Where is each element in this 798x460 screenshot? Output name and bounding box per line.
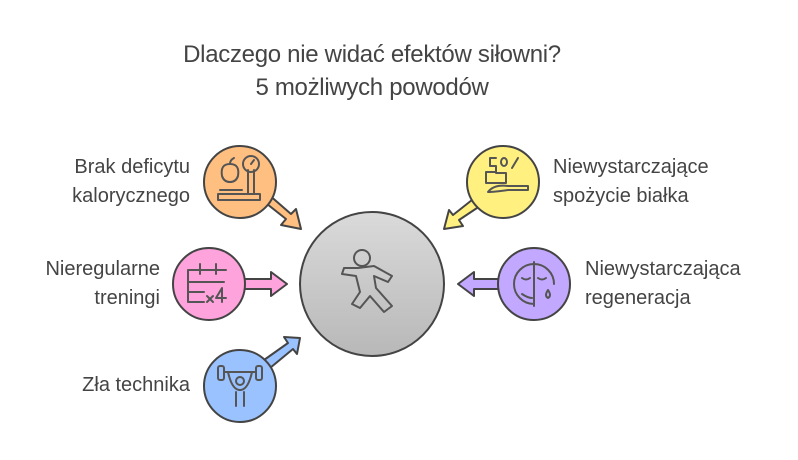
scale-apple-icon	[217, 155, 261, 201]
tired-face-icon	[513, 261, 555, 307]
reason-label-protein: Niewystarczające spożycie białka	[553, 153, 709, 211]
weightlifter-icon	[217, 365, 263, 407]
diagram-title: Dlaczego nie widać efektów siłowni? 5 mo…	[0, 38, 744, 104]
calendar-x4-icon	[187, 263, 227, 303]
arrow-pink	[243, 271, 288, 297]
label-line: Niewystarczająca	[585, 258, 741, 280]
title-line-2: 5 możliwych powodów	[255, 74, 489, 101]
reason-label-training: Nieregularne treningi	[45, 255, 160, 313]
running-person-icon	[341, 249, 393, 313]
label-line: Zła technika	[82, 374, 190, 396]
label-line: treningi	[94, 287, 160, 309]
title-line-1: Dlaczego nie widać efektów siłowni?	[183, 41, 561, 68]
reason-label-recovery: Niewystarczająca regeneracja	[585, 255, 741, 313]
reason-label-technique: Zła technika	[82, 371, 190, 400]
center-circle	[299, 211, 445, 357]
reason-circle-calorie	[203, 145, 277, 219]
protein-spoon-icon	[485, 157, 529, 193]
label-line: kalorycznego	[72, 185, 190, 207]
label-line: Brak deficytu	[74, 156, 190, 178]
label-line: Nieregularne	[45, 258, 160, 280]
label-line: regeneracja	[585, 287, 691, 309]
reason-label-calorie: Brak deficytu kalorycznego	[72, 153, 190, 211]
arrow-purple	[457, 271, 501, 297]
reason-circle-training	[172, 247, 246, 321]
label-line: Niewystarczające	[553, 156, 709, 178]
arrow-blue	[263, 336, 301, 369]
label-line: spożycie białka	[553, 185, 689, 207]
